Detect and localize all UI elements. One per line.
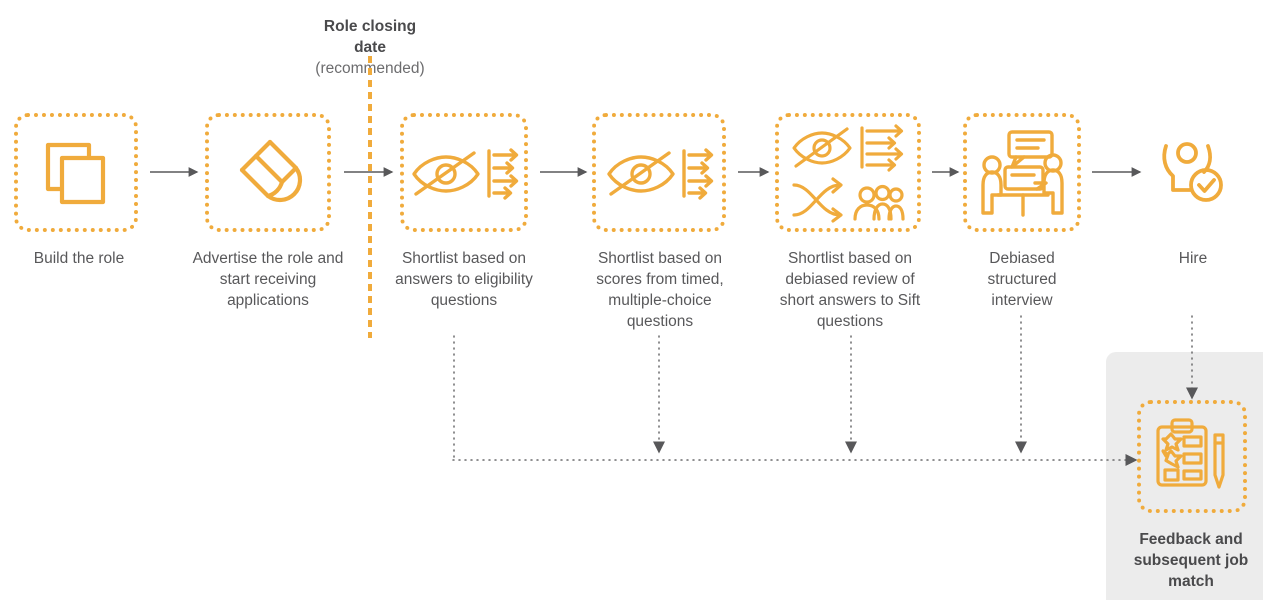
hidden-eye-icon <box>412 150 480 196</box>
clipboard-pencil-icon <box>1156 417 1225 489</box>
hidden-eye-icon <box>792 126 852 168</box>
step-hire[interactable] <box>1148 128 1238 218</box>
step-box-shortlist-timed-mcq[interactable] <box>592 113 726 232</box>
shuffle-arrows-icon <box>792 176 843 223</box>
step-box-feedback-job-match[interactable] <box>1137 400 1247 513</box>
caption-shortlist-timed-mcq: Shortlist based on scores from timed, mu… <box>586 248 734 332</box>
caption-text: Debiased structured interview <box>987 250 1057 309</box>
caption-text: Feedback and subsequent job match <box>1133 531 1249 590</box>
step-box-shortlist-debiased-review[interactable] <box>775 113 921 232</box>
sort-arrows-icon <box>682 147 714 200</box>
magnet-icon <box>239 139 303 202</box>
hidden-eye-icon <box>607 150 675 196</box>
sort-arrows-icon <box>860 123 904 172</box>
celebrating-person-check-icon <box>1162 142 1223 202</box>
feedback-drop-lines <box>453 315 1027 461</box>
debiased-review-icon-group <box>792 123 905 223</box>
caption-text: Shortlist based on answers to eligibilit… <box>395 250 533 309</box>
people-group-icon <box>853 184 905 221</box>
step-box-debiased-structured-interview[interactable] <box>963 113 1081 232</box>
step-box-shortlist-eligibility[interactable] <box>400 113 528 232</box>
caption-advertise-the-role: Advertise the role and start receiving a… <box>190 248 346 311</box>
layers-documents-icon <box>45 142 106 204</box>
step-box-advertise-the-role[interactable] <box>205 113 331 232</box>
milestone-title-line2: date <box>354 39 386 56</box>
caption-text: Hire <box>1178 250 1208 267</box>
timed-mcq-icon-pair <box>607 147 714 200</box>
caption-text: Shortlist based on debiased review of sh… <box>779 250 921 330</box>
sort-arrows-icon <box>487 147 519 200</box>
milestone-title: Role closing <box>323 18 417 35</box>
caption-text: Build the role <box>33 250 125 267</box>
caption-build-the-role: Build the role <box>4 248 154 269</box>
step-box-build-the-role[interactable] <box>14 113 138 232</box>
caption-text: Advertise the role and start receiving a… <box>192 250 344 309</box>
caption-text: Shortlist based on scores from timed, mu… <box>596 250 724 330</box>
eligibility-icon-pair <box>412 147 519 200</box>
caption-shortlist-eligibility: Shortlist based on answers to eligibilit… <box>392 248 536 311</box>
milestone-subtitle: (recommended) <box>315 60 425 77</box>
caption-hire: Hire <box>1140 248 1246 269</box>
caption-debiased-structured-interview: Debiased structured interview <box>960 248 1084 311</box>
interview-table-icon <box>981 129 1064 217</box>
caption-shortlist-debiased-review: Shortlist based on debiased review of sh… <box>770 248 930 332</box>
role-closing-date-milestone: Role closing date (recommended) <box>255 16 485 79</box>
caption-feedback-job-match: Feedback and subsequent job match <box>1116 529 1263 592</box>
